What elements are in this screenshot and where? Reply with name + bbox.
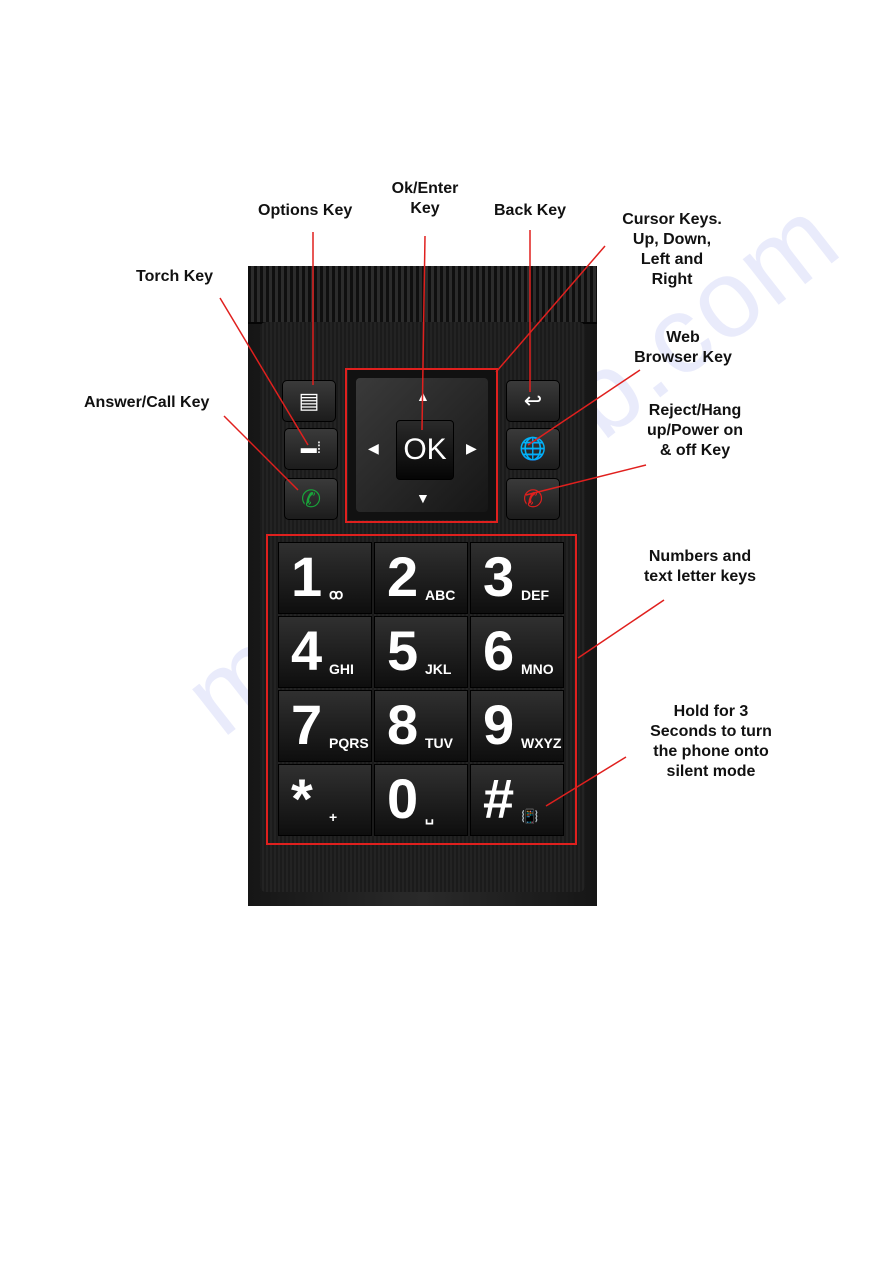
key-letters: 📳 [521,808,539,824]
globe-icon: 🌐 [519,436,547,461]
key-letters: JKL [425,661,452,677]
key-0[interactable]: 0␣ [374,764,468,836]
ok-enter-key[interactable]: OK [396,420,454,480]
key-digit: 7 [291,693,323,756]
reject-leader [525,464,647,496]
label-reject-2: up/Power on [647,422,743,439]
key-letters: ␣ [425,808,434,824]
left-arrow-icon[interactable]: ◀ [368,440,379,456]
answer-leader [223,415,299,491]
phone-green-icon: ✆ [300,485,322,513]
key-letters: + [329,809,338,825]
torch-key[interactable]: ▬⁞ [284,428,338,470]
torch-icon: ▬⁞ [300,440,322,457]
key-letters: GHI [329,661,354,677]
label-ok-enter: Ok/Enter Key [384,179,466,219]
down-arrow-icon[interactable]: ▼ [416,490,430,506]
keypad-box [266,534,577,845]
label-web-1: Web [666,329,700,346]
label-ok-enter-2: Key [410,200,440,217]
label-torch-key: Torch Key [136,268,214,285]
label-numbers-1: Numbers and [648,548,752,565]
key-digit: 1 [291,545,323,608]
label-hold-silent: Hold for 3 Seconds to turn the phone ont… [640,702,782,782]
label-reject: Reject/Hang up/Power on & off Key [636,401,754,461]
label-reject-3: & off Key [659,442,731,459]
key-digit: * [291,767,313,830]
label-web-2: Browser Key [634,349,732,366]
key-letters: TUV [425,735,453,751]
cursor-leader [495,245,606,373]
right-arrow-icon[interactable]: ▶ [466,440,477,456]
key-letters: PQRS [329,735,369,751]
label-cursor-4: Right [651,271,693,288]
torch-leader [219,297,309,446]
numbers-leader [577,599,665,659]
ok-leader [421,235,426,431]
key-digit: # [483,767,515,830]
label-web-browser: Web Browser Key [626,328,740,368]
label-cursor-1: Cursor Keys. [622,211,722,228]
label-hold-2: Seconds to turn [650,723,772,740]
key-letters: MNO [521,661,554,677]
key-letters: ABC [425,587,456,603]
key-digit: 2 [387,545,419,608]
key-digit: 9 [483,693,515,756]
key-letters: ꝏ [329,586,344,602]
label-reject-1: Reject/Hang [648,402,742,419]
key-hash[interactable]: #📳 [470,764,564,836]
label-hold-4: silent mode [666,763,756,780]
label-answer-call: Answer/Call Key [84,394,210,411]
label-numbers-2: text letter keys [643,568,757,585]
back-arrow-icon: ↩ [523,388,543,413]
web-leader [527,369,641,446]
label-hold-3: the phone onto [653,743,769,760]
back-key[interactable]: ↩ [506,380,560,422]
key-digit: 8 [387,693,419,756]
label-options-key: Options Key [258,202,353,219]
key-star[interactable]: *+ [278,764,372,836]
menu-icon: ▤ [298,388,320,413]
web-browser-key[interactable]: 🌐 [506,428,560,470]
cursor-box [345,368,498,523]
key-digit: 0 [387,767,419,830]
key-digit: 3 [483,545,515,608]
key-letters: DEF [521,587,549,603]
label-hold-1: Hold for 3 [673,703,749,720]
label-cursor-keys: Cursor Keys. Up, Down, Left and Right [612,210,732,290]
hold-leader [545,756,627,807]
key-digit: 6 [483,619,515,682]
label-cursor-2: Up, Down, [632,231,712,248]
label-numbers: Numbers and text letter keys [632,547,768,587]
key-digit: 4 [291,619,323,682]
label-ok-enter-1: Ok/Enter [391,180,459,197]
key-letters: WXYZ [521,735,562,751]
label-cursor-3: Left and [640,251,704,268]
key-digit: 5 [387,619,419,682]
label-back-key: Back Key [494,202,567,219]
